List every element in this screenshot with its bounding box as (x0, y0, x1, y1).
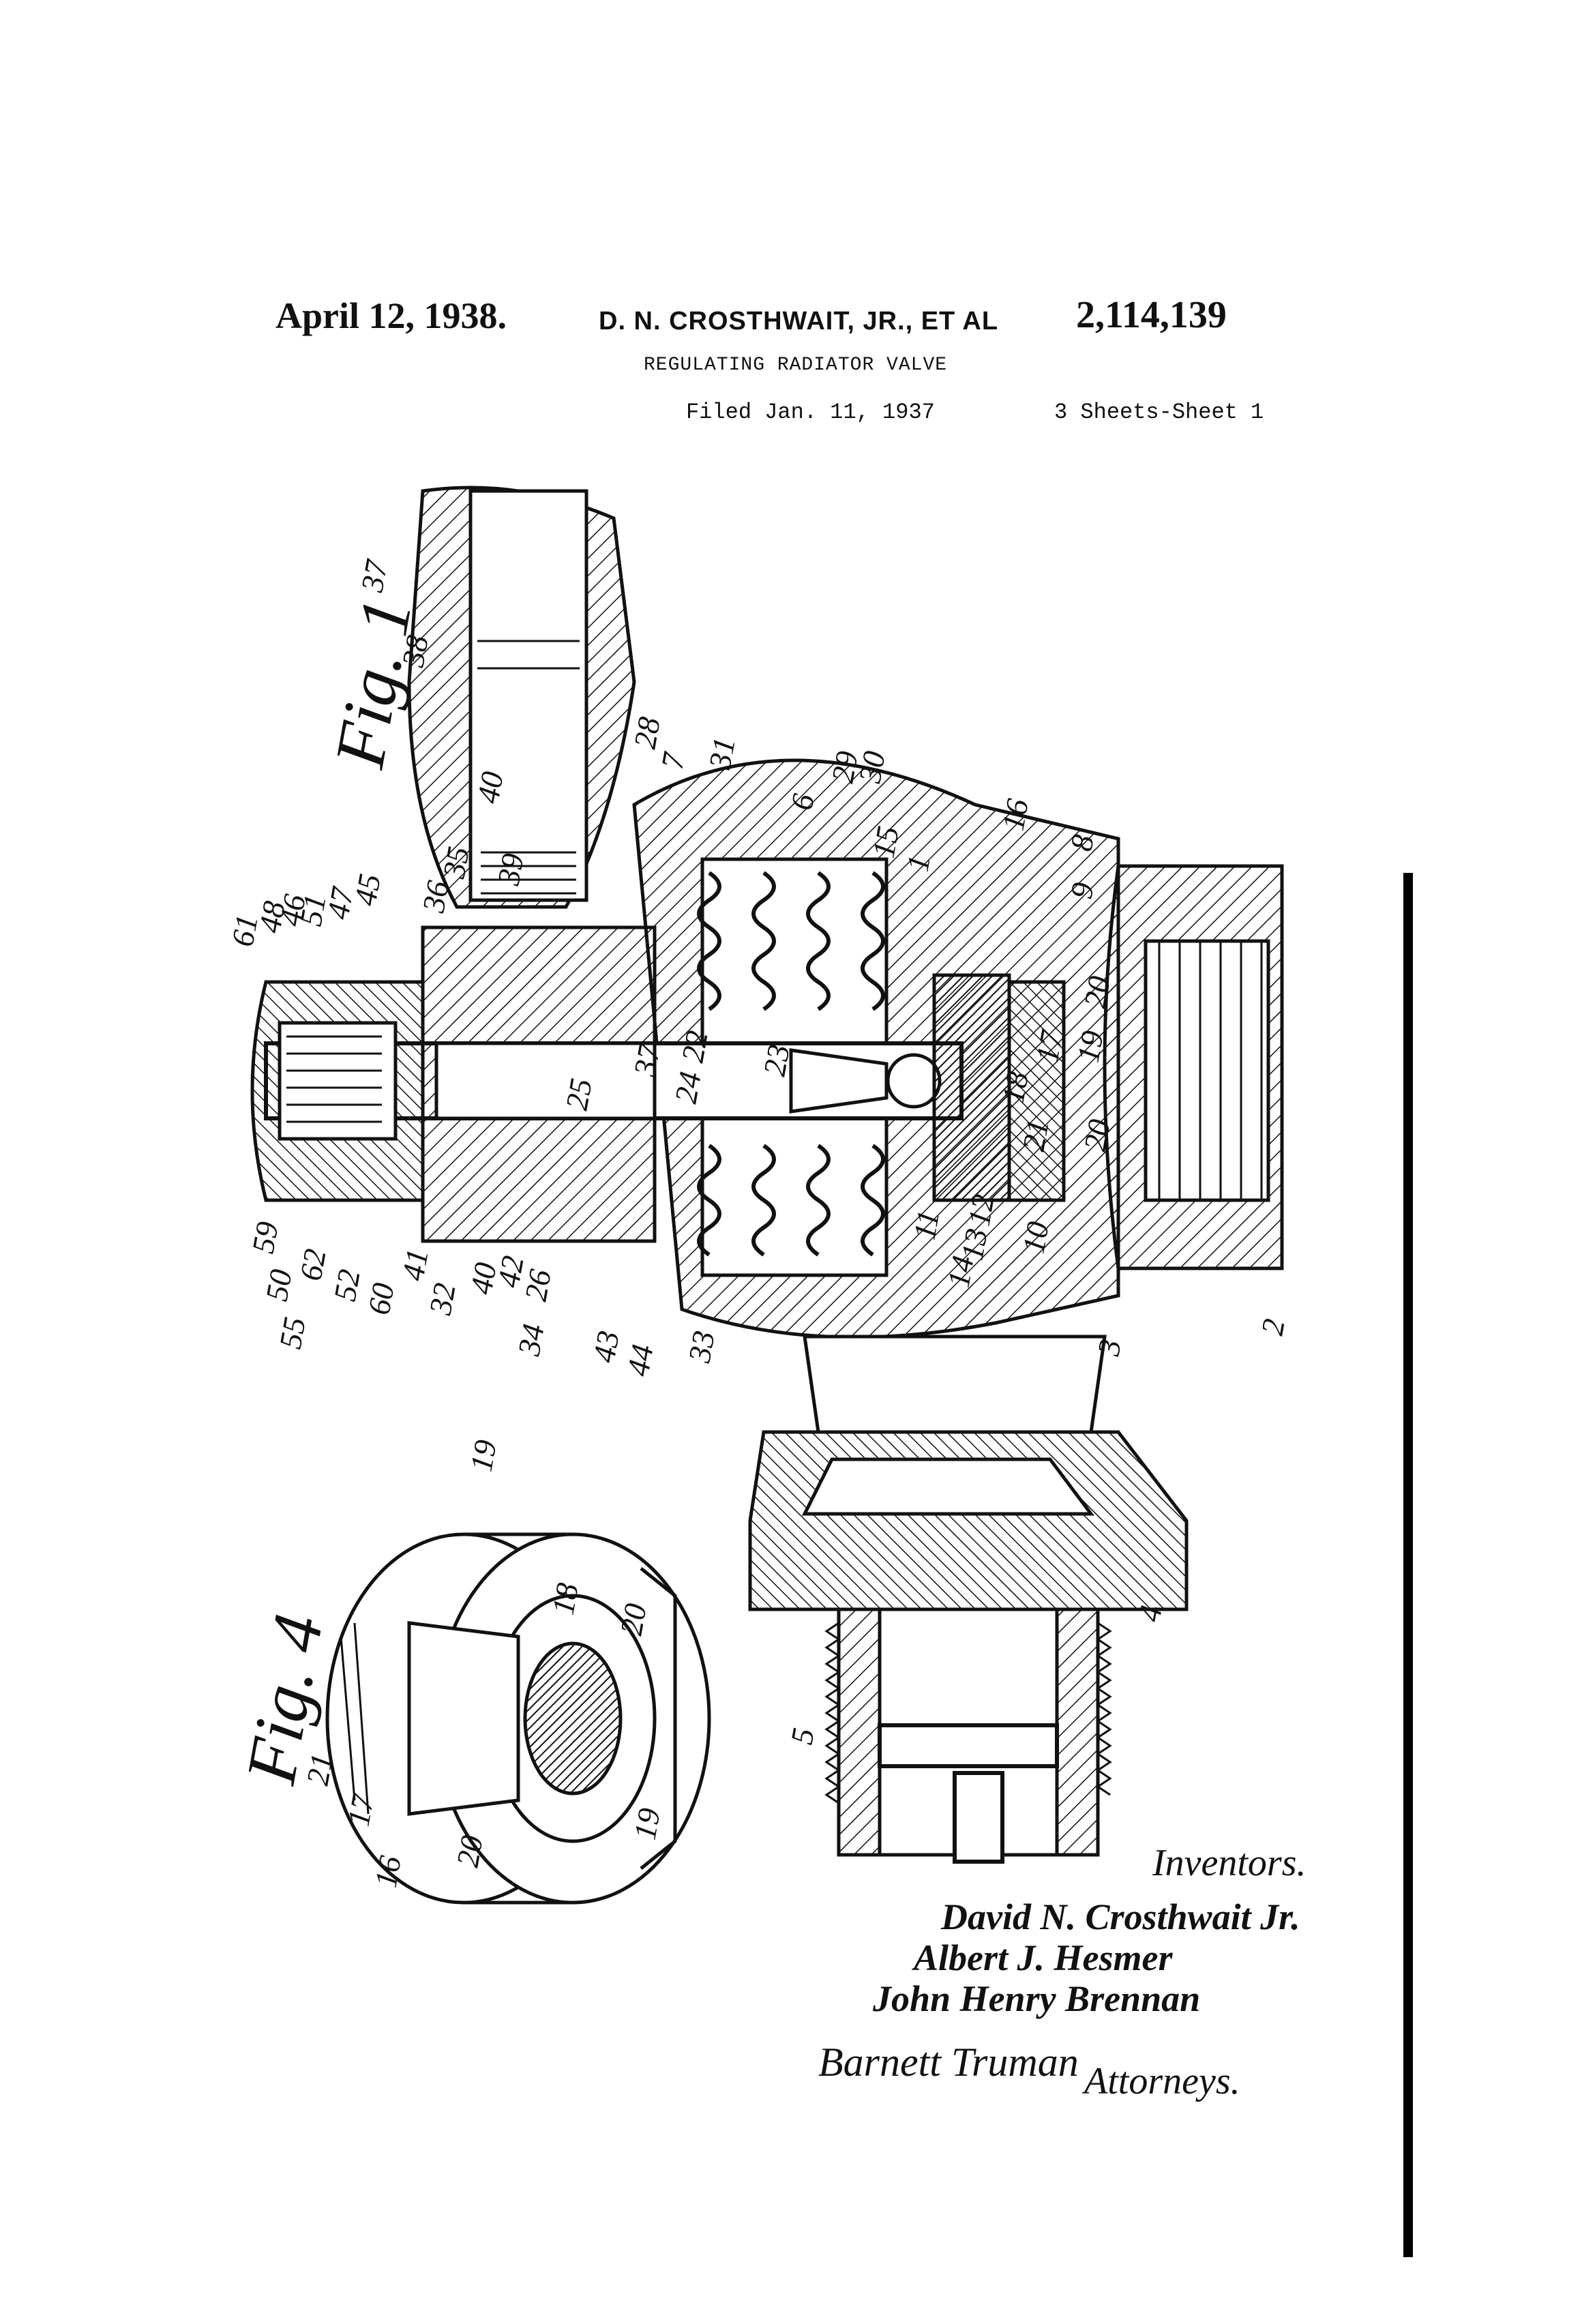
reference-numeral: 44 (621, 1342, 660, 1379)
reference-numeral: 50 (259, 1267, 299, 1304)
reference-numeral: 61 (225, 912, 265, 949)
reference-numeral: 13 (955, 1226, 994, 1263)
reference-numeral: 42 (491, 1253, 531, 1290)
reference-numeral: 31 (702, 735, 741, 773)
reference-numeral: 17 (341, 1791, 381, 1829)
attorney-signature: Barnett Truman (818, 2040, 1079, 2085)
reference-numeral: 40 (471, 769, 510, 806)
reference-numeral: 12 (961, 1192, 1001, 1229)
reference-numeral: 41 (395, 1247, 435, 1283)
reference-numeral: 18 (996, 1069, 1035, 1106)
reference-numeral: 37 (627, 1041, 667, 1079)
reference-numeral: 5 (784, 1725, 821, 1747)
reference-numeral: 4 (1132, 1603, 1169, 1624)
reference-numeral: 8 (1064, 832, 1101, 854)
reference-numeral: 28 (627, 715, 667, 751)
patent-number: 2,114,139 (1076, 294, 1227, 336)
reference-numeral: 18 (546, 1581, 585, 1618)
reference-numeral: 55 (273, 1315, 312, 1352)
reference-numeral: 22 (675, 1028, 715, 1065)
reference-numeral: 46 (273, 892, 312, 929)
reference-numeral: 20 (1077, 1117, 1117, 1154)
reference-numeral: 36 (415, 878, 455, 916)
reference-numeral: 21 (300, 1751, 340, 1788)
reference-numeral: 19 (464, 1437, 503, 1474)
fig1-valve-body (250, 486, 1284, 1864)
reference-numeral: 47 (320, 884, 361, 922)
reference-numeral: 35 (436, 844, 475, 882)
reference-numeral: 23 (757, 1042, 796, 1079)
reference-numeral: 45 (348, 872, 387, 908)
reference-numeral: 43 (586, 1328, 626, 1365)
patent-date: April 12, 1938. (275, 295, 507, 336)
reference-numeral: 26 (518, 1267, 558, 1304)
reference-numeral: 19 (1071, 1028, 1110, 1065)
inventors-label: Inventors. (1152, 1842, 1307, 1884)
patent-title: REGULATING RADIATOR VALVE (644, 355, 948, 376)
reference-numeral: 40 (464, 1260, 503, 1297)
patent-author: D. N. CROSTHWAIT, JR., ET AL (599, 307, 999, 336)
reference-numeral: 17 (1030, 1027, 1070, 1065)
reference-numeral: 59 (245, 1219, 285, 1256)
reference-numeral: 32 (422, 1281, 462, 1318)
patent-header: April 12, 1938. D. N. CROSTHWAIT, JR., E… (0, 0, 1582, 477)
reference-numeral: 15 (866, 824, 906, 861)
page-edge-rule (1403, 873, 1413, 2257)
reference-numeral: 1 (900, 852, 937, 874)
reference-numeral: 7 (655, 749, 692, 771)
reference-numeral: 14 (941, 1253, 981, 1290)
reference-numeral: 52 (327, 1267, 367, 1304)
reference-numeral: 37 (354, 556, 394, 595)
sheet-count: 3 Sheets-Sheet 1 (1054, 400, 1264, 425)
fig4-collar (325, 1532, 711, 1905)
reference-numeral: 16 (368, 1853, 408, 1890)
inventor-name-1: David N. Crosthwait Jr. (941, 1896, 1300, 1937)
signature-block: Inventors. David N. Crosthwait Jr. Alber… (818, 1841, 1377, 2114)
reference-numeral: 62 (293, 1247, 333, 1283)
reference-numeral: 11 (907, 1208, 946, 1242)
reference-numeral: 33 (681, 1328, 721, 1366)
reference-numeral: 38 (395, 633, 434, 670)
attorneys-label: Attorneys. (1084, 2060, 1240, 2102)
reference-numeral: 6 (784, 791, 821, 813)
reference-numeral: 20 (1077, 974, 1117, 1011)
reference-numeral: 9 (1064, 880, 1101, 902)
reference-numeral: 29 (825, 749, 865, 786)
reference-numeral: 19 (627, 1806, 667, 1843)
filed-date: Filed Jan. 11, 1937 (686, 400, 935, 425)
reference-numeral: 10 (1016, 1219, 1056, 1256)
reference-numeral: 51 (293, 892, 333, 929)
reference-numeral: 20 (614, 1601, 653, 1638)
reference-numeral: 48 (252, 899, 292, 936)
reference-numeral: 34 (511, 1322, 550, 1359)
inventor-name-3: John Henry Brennan (873, 1978, 1201, 2019)
reference-numeral: 60 (361, 1281, 401, 1317)
reference-numeral: 21 (1016, 1117, 1056, 1154)
reference-numeral: 24 (668, 1069, 708, 1106)
reference-numeral: 2 (1255, 1316, 1292, 1338)
inventor-name-2: Albert J. Hesmer (914, 1937, 1173, 1978)
reference-numeral: 20 (450, 1833, 490, 1870)
reference-numeral: 39 (490, 851, 530, 889)
reference-numeral: 30 (852, 749, 891, 786)
reference-numeral: 3 (1090, 1337, 1127, 1358)
reference-numeral: 25 (559, 1076, 599, 1113)
bellows (697, 871, 885, 1257)
reference-numeral: 16 (996, 796, 1035, 833)
